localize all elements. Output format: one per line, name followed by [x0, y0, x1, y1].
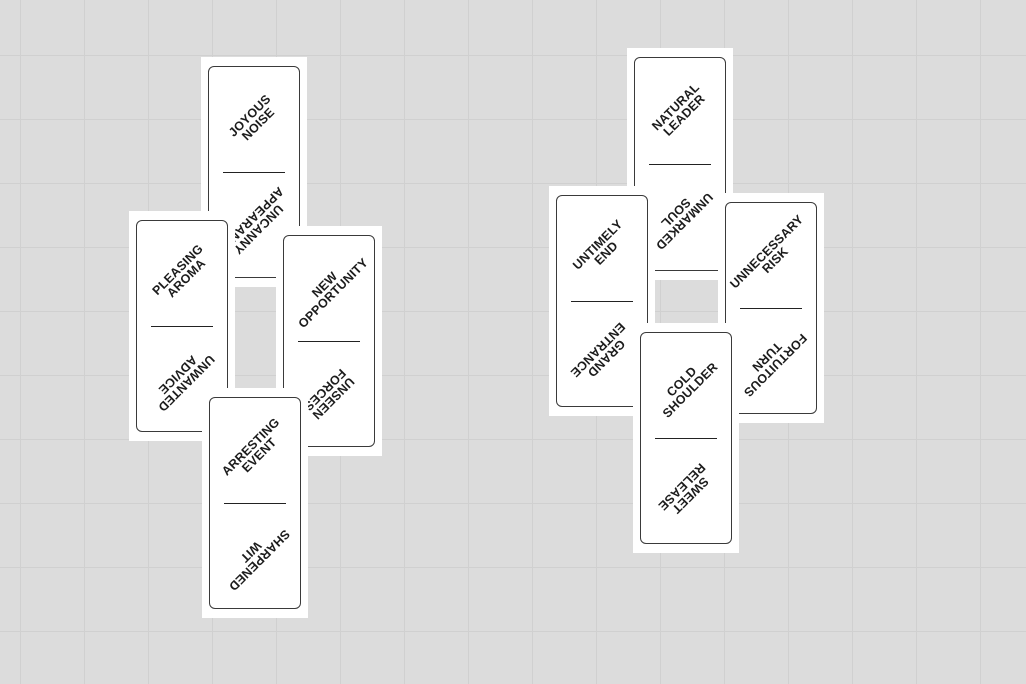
bottom-word-2: ENTRANCE — [567, 319, 628, 380]
top-word-2: OPPORTUNITY — [295, 255, 371, 331]
card-top-phrase: UNTIMELY END — [551, 198, 653, 300]
card-top-phrase: ARRESTING EVENT — [204, 400, 306, 502]
bottom-word-2: RELEASE — [655, 459, 709, 513]
word-card[interactable]: ARRESTING EVENT SHARPENED WIT — [202, 388, 308, 618]
card-bottom-phrase: SWEET RELEASE — [635, 440, 737, 542]
card-divider — [649, 164, 711, 165]
card-divider — [151, 326, 213, 327]
bottom-word-1: SWEET — [669, 473, 712, 516]
card-border: PLEASING AROMA UNWANTED ADVICE — [136, 220, 228, 432]
top-word-1: JOYOUS — [225, 91, 274, 140]
card-top-phrase: NEW OPPORTUNITY — [278, 238, 380, 340]
card-divider — [223, 172, 285, 173]
top-word-1: NEW — [309, 268, 341, 300]
card-divider — [571, 301, 633, 302]
bottom-word-1: FORTUITOUS — [740, 330, 810, 400]
top-word-2: LEADER — [660, 91, 708, 139]
top-word-2: RISK — [759, 243, 792, 276]
card-top-phrase: NATURAL LEADER — [629, 60, 731, 162]
bottom-word-1: SHARPENED — [225, 526, 293, 594]
card-top-phrase: COLD SHOULDER — [635, 335, 737, 437]
card-divider — [740, 308, 802, 309]
top-word-1: UNTIMELY — [570, 216, 626, 272]
card-border: UNNECESSARY RISK FORTUITOUS TURN — [725, 202, 817, 414]
bottom-word-2: WIT — [237, 537, 265, 565]
card-top-phrase: UNNECESSARY RISK — [720, 205, 822, 307]
card-divider — [224, 503, 286, 504]
card-border: ARRESTING EVENT SHARPENED WIT — [209, 397, 301, 609]
top-word-2: NOISE — [239, 104, 278, 143]
top-word-2: END — [591, 238, 621, 268]
card-top-phrase: PLEASING AROMA — [131, 223, 233, 325]
top-word-1: NATURAL — [649, 80, 703, 134]
card-divider — [298, 341, 360, 342]
card-border: NATURAL LEADER UNMARKED SOUL — [634, 57, 726, 271]
card-divider — [655, 438, 717, 439]
top-word-2: EVENT — [239, 434, 280, 475]
card-border: UNTIMELY END GRAND ENTRANCE — [556, 195, 648, 407]
top-word-2: SHOULDER — [659, 359, 721, 421]
card-bottom-phrase: SHARPENED WIT — [204, 505, 306, 607]
top-word-2: AROMA — [164, 255, 209, 300]
card-top-phrase: JOYOUS NOISE — [203, 69, 305, 171]
top-word-1: PLEASING — [149, 241, 206, 298]
top-word-1: UNNECESSARY — [727, 211, 807, 291]
top-word-1: ARRESTING — [219, 414, 283, 478]
card-border: COLD SHOULDER SWEET RELEASE — [640, 332, 732, 544]
card-border: JOYOUS NOISE UNCANNY APPEARANCE — [208, 66, 300, 278]
card-border: NEW OPPORTUNITY UNSEEN FORCES — [283, 235, 375, 447]
top-word-1: COLD — [664, 363, 700, 400]
word-card[interactable]: COLD SHOULDER SWEET RELEASE — [633, 323, 739, 553]
